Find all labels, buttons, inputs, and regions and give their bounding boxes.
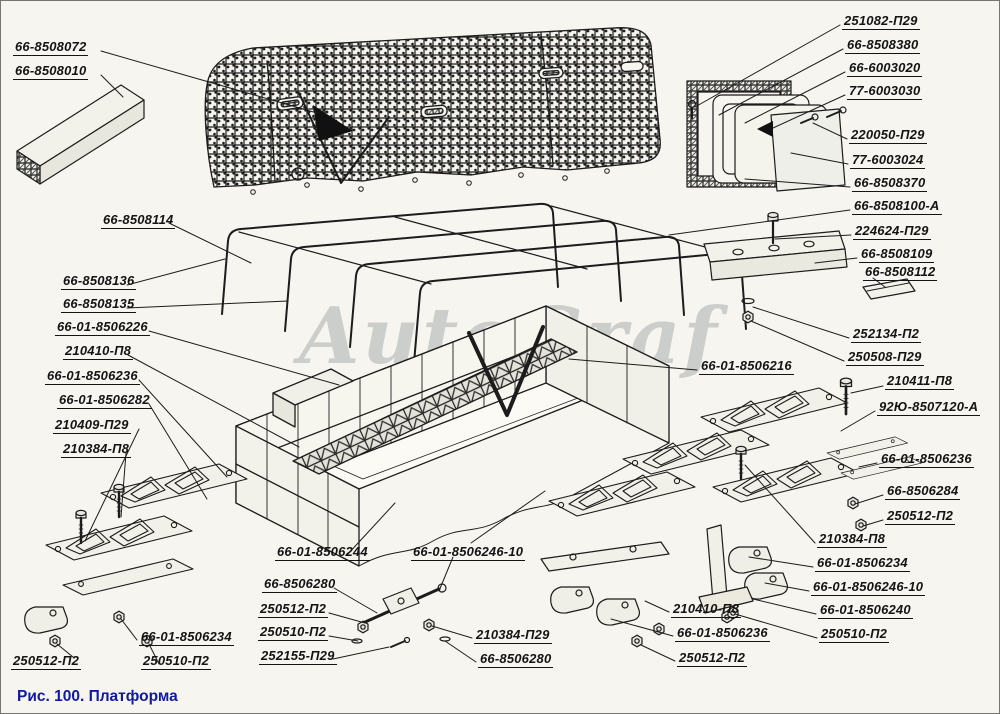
part-label: 250512-П2 xyxy=(677,650,748,667)
part-label: 66-01-8506216 xyxy=(699,358,794,375)
part-label: 252155-П29 xyxy=(259,648,337,665)
part-label: 66-8508072 xyxy=(13,39,89,56)
part-label: 252134-П2 xyxy=(851,326,922,343)
long-sill-bar xyxy=(16,84,145,185)
part-label: 210411-П8 xyxy=(885,373,955,390)
part-label: 210410-П8 xyxy=(63,343,134,360)
part-label: 250510-П2 xyxy=(141,653,212,670)
part-label: 66-01-8506244 xyxy=(275,544,370,561)
part-label: 66-8508010 xyxy=(13,63,89,80)
hinge-bar-assembly xyxy=(540,541,670,648)
part-label: 66-8508380 xyxy=(845,37,921,54)
part-label: 66-8506280 xyxy=(262,576,338,593)
part-label: 250508-П29 xyxy=(846,349,924,366)
platform-body xyxy=(235,305,670,567)
part-label: 250510-П2 xyxy=(258,624,329,641)
latch-rod-assembly xyxy=(351,583,451,648)
part-label: 210409-П29 xyxy=(53,417,131,434)
part-label: 66-8508370 xyxy=(852,175,928,192)
part-label: 66-01-8506240 xyxy=(818,602,913,619)
part-label: 66-8506284 xyxy=(885,483,961,500)
leader-lines xyxy=(56,24,886,665)
part-label: 250510-П2 xyxy=(819,626,890,643)
chevron-floor-mats-right xyxy=(548,376,922,624)
figure-caption: Рис. 100. Платформа xyxy=(17,688,178,705)
part-label: 224624-П29 xyxy=(853,223,931,240)
part-label: 66-01-8506236 xyxy=(879,451,974,468)
part-label: 66-01-8506236 xyxy=(45,368,140,385)
bow-frames xyxy=(221,202,747,364)
part-label: 250512-П2 xyxy=(258,601,329,618)
part-label: 210384-П29 xyxy=(474,627,552,644)
part-label: 66-8508114 xyxy=(101,212,176,229)
part-label: 220050-П29 xyxy=(849,127,927,144)
part-label: 210410-П8 xyxy=(671,601,742,618)
part-label: 210384-П8 xyxy=(61,441,132,458)
part-label: 210384-П8 xyxy=(817,531,888,548)
part-label: 92Ю-8507120-А xyxy=(877,399,981,416)
part-label: 77-6003030 xyxy=(847,83,923,100)
part-label: 66-01-8506234 xyxy=(815,555,910,572)
part-label: 66-8506280 xyxy=(478,651,554,668)
part-label: 77-6003024 xyxy=(850,152,926,169)
part-label: 250512-П2 xyxy=(885,508,956,525)
part-label: 66-8508109 xyxy=(859,246,935,263)
part-label: 66-01-8506226 xyxy=(55,319,150,336)
part-label: 66-01-8506246-10 xyxy=(811,579,926,596)
part-label: 66-6003020 xyxy=(847,60,923,77)
part-label: 66-01-8506282 xyxy=(57,392,152,409)
part-label: 251082-П29 xyxy=(842,13,920,30)
tarpaulin-cover xyxy=(204,26,661,195)
part-label: 66-8508112 xyxy=(863,264,938,281)
part-label: 66-01-8506246-10 xyxy=(411,544,526,561)
part-label: 66-8508100-А xyxy=(852,198,942,215)
part-label: 66-8508136 xyxy=(61,273,137,290)
part-label: 66-8508135 xyxy=(61,296,137,313)
channel-bracket xyxy=(703,211,916,324)
part-label: 66-01-8506234 xyxy=(139,629,234,646)
part-label: 250512-П2 xyxy=(11,653,82,670)
part-label: 66-01-8506236 xyxy=(675,625,770,642)
